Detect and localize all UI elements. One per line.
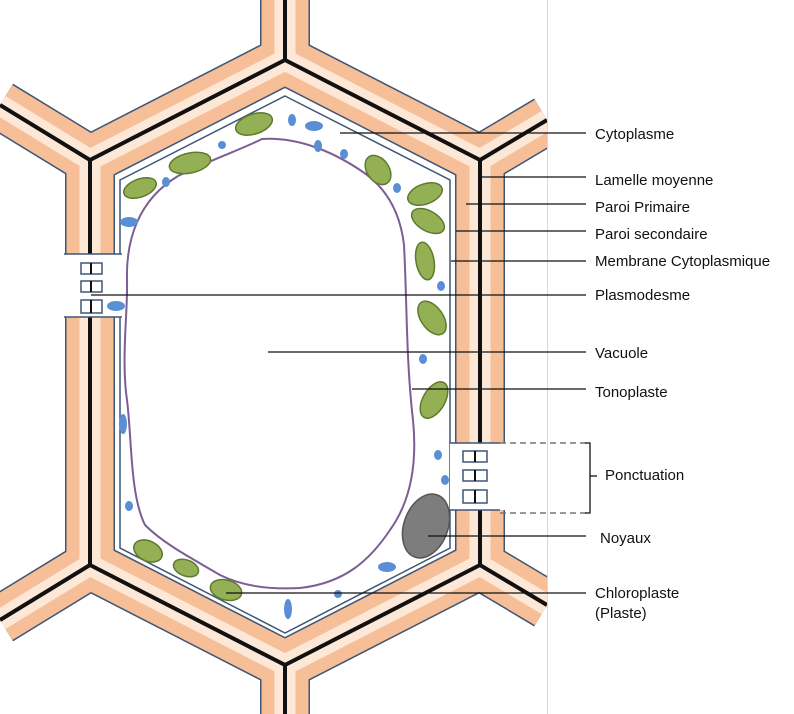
chloroplast (172, 558, 200, 578)
granules (107, 114, 449, 619)
wall-band (0, 0, 547, 714)
label-noyaux: Noyaux (600, 530, 651, 547)
leader-lines (91, 132, 597, 594)
granule (441, 475, 449, 485)
granule (434, 450, 442, 460)
label-paroi-secondaire: Paroi secondaire (595, 226, 708, 243)
label-tonoplaste: Tonoplaste (595, 384, 668, 401)
chloroplast (168, 151, 212, 175)
label-vacuole: Vacuole (595, 345, 648, 362)
ponctuation-bracket (585, 442, 591, 514)
cell-wall-network (0, 0, 547, 714)
granule (120, 217, 138, 227)
middle-lamella (0, 0, 547, 714)
plasmodesmata-left (80, 262, 103, 314)
chloroplast (133, 539, 163, 563)
label-paroi-primaire: Paroi Primaire (595, 199, 690, 216)
granule (314, 140, 322, 152)
plasmodesmata-right (462, 450, 488, 504)
granule (340, 149, 348, 159)
chloroplast (209, 578, 243, 602)
granule (119, 414, 127, 434)
granule (305, 121, 323, 131)
label-ponctuation: Ponctuation (605, 467, 684, 484)
chloroplast (364, 154, 392, 186)
chloroplast (414, 241, 436, 281)
granule (218, 141, 226, 149)
chloroplasts (122, 112, 449, 602)
label-membrane-cytoplasmique: Membrane Cytoplasmique (595, 253, 770, 270)
chloroplast (417, 300, 447, 336)
granule (288, 114, 296, 126)
granule (378, 562, 396, 572)
granule (125, 501, 133, 511)
label-cytoplasme: Cytoplasme (595, 126, 674, 143)
label-chloroplaste: Chloroplaste (595, 585, 679, 602)
granule (284, 599, 292, 619)
granule (107, 301, 125, 311)
chloroplast (234, 112, 274, 136)
granule (334, 590, 342, 598)
label-plaste: (Plaste) (595, 605, 647, 622)
chloroplast (122, 176, 158, 200)
granule (437, 281, 445, 291)
label-lamelle-moyenne: Lamelle moyenne (595, 172, 713, 189)
granule (162, 177, 170, 187)
granule (393, 183, 401, 193)
chloroplast (410, 207, 446, 235)
granule (419, 354, 427, 364)
nucleus (401, 493, 451, 559)
chloroplast (419, 381, 449, 419)
vacuole-tonoplast (123, 137, 416, 590)
label-plasmodesme: Plasmodesme (595, 287, 690, 304)
labels: Cytoplasme Lamelle moyenne Paroi Primair… (595, 126, 770, 622)
chloroplast (406, 182, 444, 206)
